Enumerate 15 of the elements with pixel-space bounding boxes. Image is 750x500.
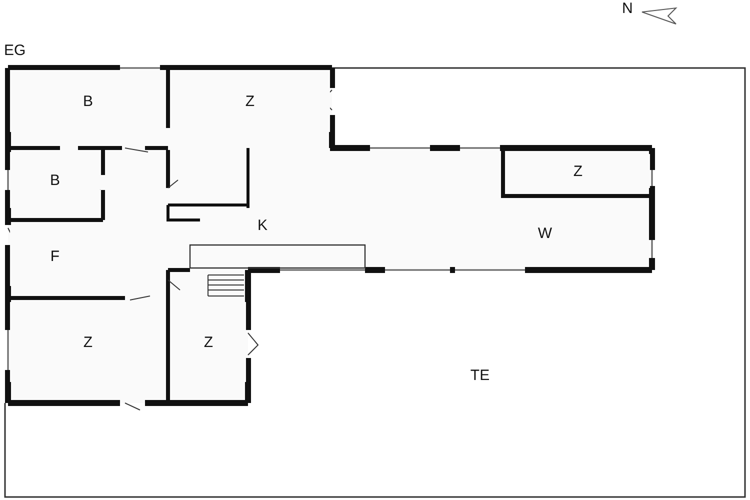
- room-label: Z: [573, 162, 583, 180]
- room-floor: [10, 152, 100, 208]
- room-label: TE: [470, 366, 490, 384]
- room-floor: [10, 70, 166, 132]
- room-label: F: [50, 248, 60, 264]
- floor-label: EG: [4, 42, 26, 59]
- room-floor: [170, 70, 330, 132]
- room-label: Z: [83, 334, 93, 350]
- north-label: N: [622, 0, 633, 17]
- room-label: K: [257, 216, 268, 234]
- room-label: Z: [245, 92, 255, 110]
- room-label: Z: [204, 334, 214, 350]
- room-label: W: [538, 224, 552, 242]
- room-label: B: [82, 92, 93, 110]
- room-label: B: [50, 172, 60, 188]
